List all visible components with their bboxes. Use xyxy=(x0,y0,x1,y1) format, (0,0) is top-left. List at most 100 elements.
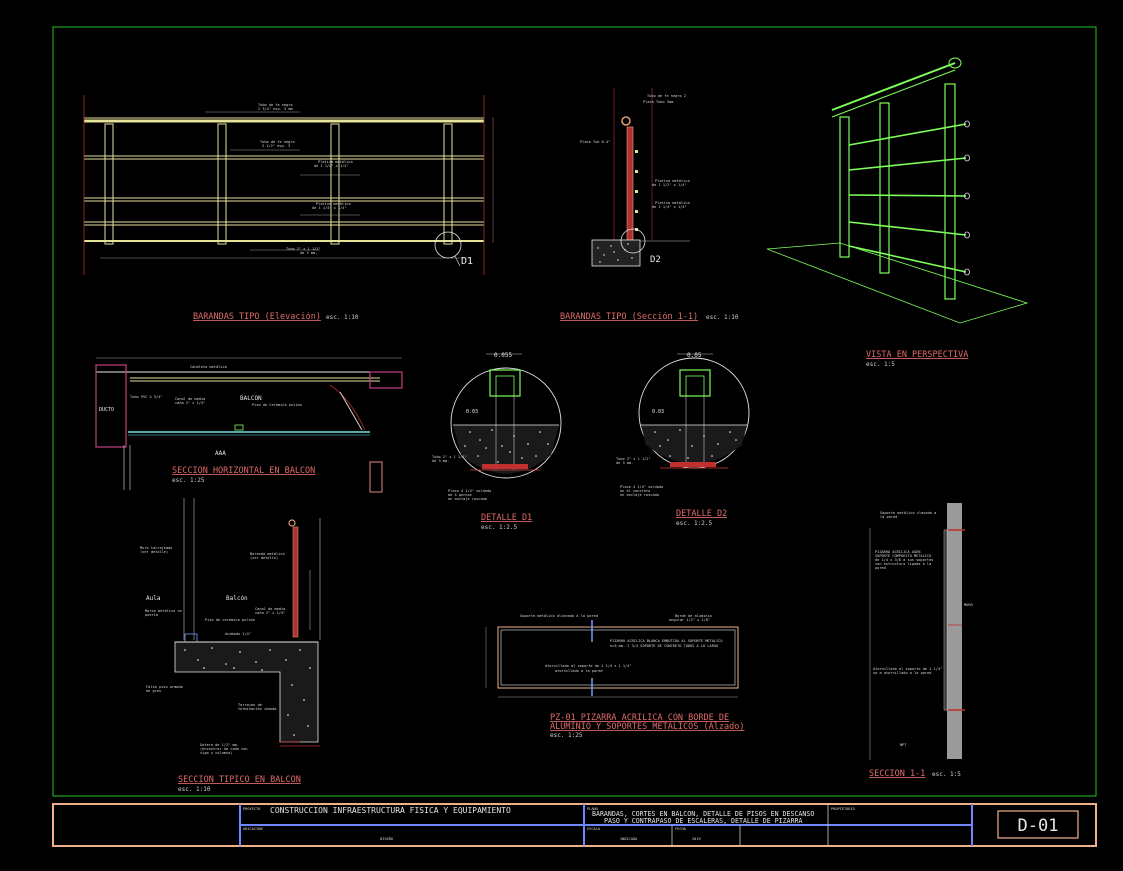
d2-dim-inner: 0.03 xyxy=(652,409,664,415)
svg-text:SOPORTE COMPUESTO METALICO: SOPORTE COMPUESTO METALICO xyxy=(875,554,931,558)
svg-text:caña 2" x 1/4": caña 2" x 1/4" xyxy=(255,611,285,615)
titleblock-description-line2: PASO Y CONTRAPASO DE ESCALERAS, DETALLE … xyxy=(604,817,803,825)
detail-d2: 0.05 0.03 Tubo 2" x 1 1/2" de 3 mm. Plac… xyxy=(616,352,750,527)
svg-text:de 4 pernos: de 4 pernos xyxy=(448,493,472,497)
drawing-frame xyxy=(52,26,1097,797)
svg-text:Borde de aluminio: Borde de aluminio xyxy=(675,614,712,618)
whiteboard-elevation: Soporte metálico alineado a la pared Bor… xyxy=(485,614,744,739)
whiteboard-title-line1: PZ-01 PIZARRA ACRILICA CON BORDE DE xyxy=(550,713,729,723)
svg-text:en anclaje roscado: en anclaje roscado xyxy=(448,497,487,501)
svg-text:con estructura ligada a la: con estructura ligada a la xyxy=(875,562,931,566)
perspective-scale: esc. 1:5 xyxy=(866,361,895,368)
svg-text:Tubo de fe negro: Tubo de fe negro xyxy=(260,140,295,144)
svg-text:viga y columna): viga y columna) xyxy=(200,751,232,755)
svg-text:de 3 mm.: de 3 mm. xyxy=(300,251,317,255)
svg-text:Tubo 2" x 1 1/2": Tubo 2" x 1 1/2" xyxy=(286,247,321,251)
svg-text:Placa 4 1/4" soldado: Placa 4 1/4" soldado xyxy=(448,489,491,493)
detail-tag-d2: D2 xyxy=(650,255,661,265)
horizontal-scale: esc. 1:25 xyxy=(172,477,205,484)
svg-text:Baranda metálica: Baranda metálica xyxy=(250,552,285,556)
svg-text:Piso de Cerámica pulido: Piso de Cerámica pulido xyxy=(252,403,302,407)
svg-text:Tarrajeo de: Tarrajeo de xyxy=(238,703,262,707)
title-block: PROYECTO PLANO PROPIETARIO UBICACION ESC… xyxy=(52,803,1097,847)
svg-text:UBICACION: UBICACION xyxy=(243,827,262,831)
svg-text:Piso de cerámica pulido: Piso de cerámica pulido xyxy=(205,618,255,622)
detail-tag-d1: D1 xyxy=(461,256,473,267)
svg-text:en anclaje roscado: en anclaje roscado xyxy=(620,493,659,497)
svg-text:Acabado 1/4": Acabado 1/4" xyxy=(225,632,251,636)
horizontal-title: SECCION HORIZONTAL EN BALCON xyxy=(172,466,315,476)
svg-text:de 3 mm.: de 3 mm. xyxy=(616,461,633,465)
railing-elevation: Tubo de fe negro 2 3/4" esp. 3 mm Tubo d… xyxy=(83,95,494,322)
section-right-title: SECCION 1-1 xyxy=(869,769,925,779)
svg-text:Placa Tubo 3mm: Placa Tubo 3mm xyxy=(643,100,673,104)
svg-text:pared: pared xyxy=(875,566,886,570)
titleblock-description-line1: BARANDAS, CORTES EN BALCON, DETALLE DE P… xyxy=(592,810,814,818)
svg-text:se a atornillado a la pared: se a atornillado a la pared xyxy=(873,671,931,675)
svg-text:DISEÑO: DISEÑO xyxy=(380,836,393,841)
svg-text:PROPIETARIO: PROPIETARIO xyxy=(831,807,855,811)
svg-text:Soporte metálico clavado a: Soporte metálico clavado a xyxy=(880,511,936,515)
d2-title: DETALLE D2 xyxy=(676,509,727,519)
svg-text:Atornillado al soporte de 1 1/: Atornillado al soporte de 1 1/4 x 1 1/4" xyxy=(545,664,632,668)
svg-text:Canaleta metálica: Canaleta metálica xyxy=(190,365,227,369)
svg-text:Soporte metálico alineado a la: Soporte metálico alineado a la pared xyxy=(520,614,598,618)
elevation-title: BARANDAS TIPO (Elevación) xyxy=(193,311,321,322)
whiteboard-title-line2: ALUMINIO Y SOPORTES METALICOS (Alzado) xyxy=(550,722,744,732)
typical-scale: esc. 1:10 xyxy=(178,786,211,793)
railing-perspective: VISTA EN PERSPECTIVA esc. 1:5 xyxy=(766,57,1029,368)
svg-text:atornillado a la pared: atornillado a la pared xyxy=(555,669,603,673)
d2-dim-top: 0.05 xyxy=(687,352,702,359)
svg-text:de 3 mm.: de 3 mm. xyxy=(432,459,449,463)
svg-text:de 1/4 x 3/8 a sus soportes: de 1/4 x 3/8 a sus soportes xyxy=(875,558,933,562)
svg-text:de gres: de gres xyxy=(146,689,161,693)
svg-text:Placa 4 1/4" soldado: Placa 4 1/4" soldado xyxy=(620,485,663,489)
svg-text:PIZARRA ACRILICA BLANCA EMBUTI: PIZARRA ACRILICA BLANCA EMBUTIDA AL SOPO… xyxy=(610,639,723,643)
svg-text:en el concreto: en el concreto xyxy=(620,489,650,493)
section-top-title: BARANDAS TIPO (Sección 1-1) xyxy=(560,311,698,322)
elevation-scale: esc. 1:10 xyxy=(326,314,359,321)
typical-label-aula: Aula xyxy=(146,595,161,602)
svg-text:Canal de media: Canal de media xyxy=(255,607,285,611)
svg-text:de 1 1/2" x 1/4": de 1 1/2" x 1/4" xyxy=(314,164,349,168)
svg-text:de 1 1/2" x 1/4": de 1 1/2" x 1/4" xyxy=(652,183,687,187)
svg-text:Tubo 2" x 1 1/2": Tubo 2" x 1 1/2" xyxy=(432,455,467,459)
svg-text:Gotero de 1/2" mm.: Gotero de 1/2" mm. xyxy=(200,743,239,747)
horizontal-label-balcon: BALCON xyxy=(240,395,262,402)
svg-text:Platina metálica: Platina metálica xyxy=(655,179,690,183)
svg-text:Tubo de fe negro: Tubo de fe negro xyxy=(258,103,293,107)
svg-text:puerta: puerta xyxy=(145,613,158,617)
svg-text:2 1/2" esp. 3: 2 1/2" esp. 3 xyxy=(262,144,290,148)
svg-text:Platina metálica: Platina metálica xyxy=(318,160,353,164)
svg-text:INDICADA: INDICADA xyxy=(620,837,638,841)
titleblock-project: CONSTRUCCION INFRAESTRUCTURA FISICA Y EQ… xyxy=(270,806,511,815)
svg-text:Marco metálico en: Marco metálico en xyxy=(145,609,182,613)
whiteboard-section: Soporte metálico clavado a la pared PIZA… xyxy=(869,503,973,779)
typical-title: SECCION TIPICO EN BALCON xyxy=(178,775,301,785)
d2-scale: esc. 1:2.5 xyxy=(676,520,713,527)
svg-text:Tubo PVC 4 3/4": Tubo PVC 4 3/4" xyxy=(130,395,162,399)
perspective-title: VISTA EN PERSPECTIVA xyxy=(866,350,968,360)
detail-d1: 0.055 0.03 Tubo 2" x 1 1/2" de 3 mm. Pla… xyxy=(432,352,562,531)
svg-text:terminación inmobi: terminación inmobi xyxy=(238,707,277,711)
svg-text:(encontrar de cada con: (encontrar de cada con xyxy=(200,747,248,751)
svg-text:caña 2" x 1/4": caña 2" x 1/4" xyxy=(175,401,205,405)
typical-label-balcon: Balcón xyxy=(226,595,248,602)
svg-text:Tubo 2" x 1 1/2": Tubo 2" x 1 1/2" xyxy=(616,457,651,461)
section-top-scale: esc. 1:10 xyxy=(706,314,739,321)
titleblock-sheet-number: D-01 xyxy=(1018,816,1059,836)
svg-text:de 1 1/4" x 1/4": de 1 1/4" x 1/4" xyxy=(312,206,347,210)
svg-text:MURO: MURO xyxy=(964,603,973,607)
svg-text:Falso piso armado: Falso piso armado xyxy=(146,685,183,689)
d1-dim-inner: 0.03 xyxy=(466,409,478,415)
svg-text:Canal de media: Canal de media xyxy=(175,397,205,401)
svg-text:de 1 1/4" x 1/4": de 1 1/4" x 1/4" xyxy=(652,205,687,209)
svg-text:angular 1/2" x 1/8": angular 1/2" x 1/8" xyxy=(669,618,710,622)
svg-text:PIZARRA ACRILICA AGEN: PIZARRA ACRILICA AGEN xyxy=(875,550,920,554)
d1-scale: esc. 1:2.5 xyxy=(481,524,518,531)
svg-text:Tubo de fe negro 2: Tubo de fe negro 2 xyxy=(647,94,686,98)
svg-text:PROYECTO: PROYECTO xyxy=(243,807,260,811)
svg-text:(ver detalle): (ver detalle) xyxy=(140,550,168,554)
horizontal-section-balcony: BALCON DUCTO AAA Piso de Cerámica pulido… xyxy=(95,357,403,493)
